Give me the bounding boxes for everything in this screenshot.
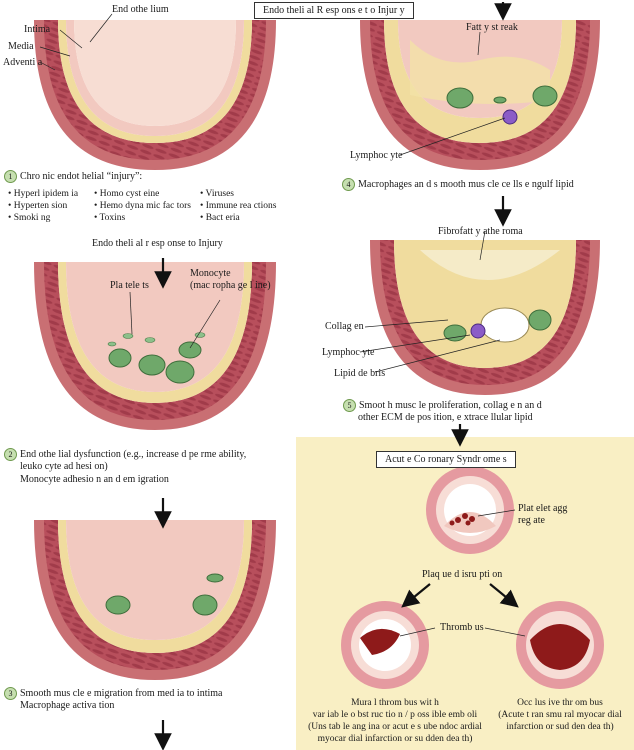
label-lipid-debris: Lipid de bris xyxy=(334,368,386,379)
label-monocyte: Monocyte xyxy=(190,268,231,279)
list-item: • Bact eria xyxy=(200,213,240,223)
label-collagen: Collag en xyxy=(325,321,364,332)
label-media: Media xyxy=(8,41,34,52)
list-item: • Homo cyst eine xyxy=(94,189,160,199)
vessel-panel-5 xyxy=(370,240,600,395)
label-lymphocyte-5: Lymphoc yte xyxy=(322,347,375,358)
label-fibrofatty: Fibrofatt y athe roma xyxy=(438,226,523,237)
label-plaque-disruption: Plaq ue d isru pti on xyxy=(422,569,503,580)
acs-vessel-mural xyxy=(341,601,429,689)
vessel-panel-2 xyxy=(34,262,276,430)
list-item: • Hyperten sion xyxy=(8,201,68,211)
list-item: • Hyperl ipidem ia xyxy=(8,189,79,199)
label-lymphocyte-4: Lymphoc yte xyxy=(350,150,403,161)
acs-vessel-occlusive xyxy=(516,601,604,689)
page-title: Endo theli al R esp ons e t o Injur y xyxy=(254,2,414,19)
label-adventitia: Adventi a xyxy=(3,57,43,68)
acs-title: Acut e Co ronary Syndr ome s xyxy=(376,451,516,468)
label-platelet-aggregate: Plat elet agg reg ate xyxy=(518,503,568,526)
step-3-line-2: Macrophage activa tion xyxy=(20,700,115,711)
vessel-panel-4 xyxy=(360,20,600,170)
step-number-icon: 4 xyxy=(342,178,355,191)
list-item: • Viruses xyxy=(200,189,234,199)
acs-right-caption: Occ lus ive thr om bus (Acute t ran smu … xyxy=(498,698,622,732)
causes-col-1: • Hyperl ipidem ia • Hyperten sion • Smo… xyxy=(8,188,78,224)
response-caption: Endo theli al r esp onse to Injury xyxy=(92,238,223,249)
label-intima: Intima xyxy=(24,24,51,35)
causes-col-2: • Homo cyst eine • Hemo dyna mic fac tor… xyxy=(94,188,191,224)
step-number-icon: 1 xyxy=(4,170,17,183)
vessel-panel-3 xyxy=(34,520,276,680)
step-number-icon: 3 xyxy=(4,687,17,700)
label-platelets: Pla tele ts xyxy=(110,280,149,291)
label-monocyte-sub: (mac ropha ge l ine) xyxy=(190,280,271,291)
acs-left-caption: Mura l throm bus wit h var iab le o bst … xyxy=(308,698,482,744)
step-2-line-3: Monocyte adhesio n an d em igration xyxy=(20,474,169,485)
list-item: • Immune rea ctions xyxy=(200,201,277,211)
label-endothelium: End othe lium xyxy=(112,4,169,15)
arrow-down-icon xyxy=(154,2,519,750)
step-2-line-2: leuko cyte ad hesi on) xyxy=(20,461,108,472)
list-item: • Toxins xyxy=(94,213,126,223)
step-number-icon: 2 xyxy=(4,448,17,461)
vessel-panel-1 xyxy=(34,20,276,170)
acs-vessel-platelet xyxy=(426,466,514,554)
causes-col-3: • Viruses • Immune rea ctions • Bact eri… xyxy=(200,188,276,224)
list-item: • Smoki ng xyxy=(8,213,51,223)
step-number-icon: 5 xyxy=(343,399,356,412)
list-item: • Hemo dyna mic fac tors xyxy=(94,201,191,211)
label-thrombus: Thromb us xyxy=(440,622,484,633)
label-fatty-streak: Fatt y st reak xyxy=(466,22,518,33)
step-5-line-2: other ECM de pos ition, e xtrace llular … xyxy=(358,412,533,423)
